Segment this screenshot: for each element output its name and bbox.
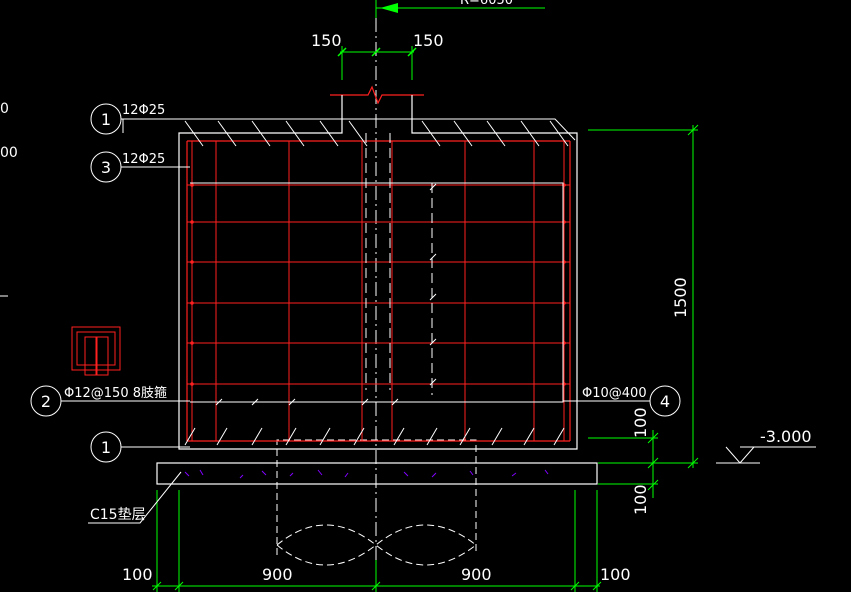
dim-column-left: 150 [311,31,342,50]
bottom-bar-hook [426,427,438,446]
top-bar-hook [285,120,305,147]
bottom-bar-hook [553,427,565,446]
c15-label: C15垫层 [90,507,146,523]
bottom-bar-hook [319,427,331,446]
dim-cover-top: 100 [631,407,650,438]
bottom-bar-hook [285,427,297,446]
tie-tick [429,253,437,261]
column-width-dimension: 150 150 [311,31,444,80]
pile-outline [276,439,477,566]
top-bar-hook [217,120,237,147]
inner-dashed-lines [190,133,564,403]
rebar-dot [190,220,194,224]
bottom-dimension [152,490,602,592]
bottom-bar-hook [523,427,535,446]
top-bar-hook [251,120,271,147]
bottom-bar-hook [251,427,263,446]
bottom-bar-hook [491,427,503,446]
dim-bottom-left: 100 [122,565,153,584]
callout-4 [563,385,681,417]
top-bar-hook [184,120,204,147]
callout-4-number: 4 [660,392,670,411]
top-bar-hook [453,120,473,147]
rebar-dot [190,183,194,187]
top-bar-hook [348,120,368,147]
bottom-bar-hook [459,427,471,446]
dim-bottom-right: 100 [600,565,631,584]
callout-4-label: Φ10@400 [582,386,647,401]
footing-outline [178,95,578,450]
top-bar-hook [549,120,569,147]
elevation-marker: -3.000 [716,427,816,464]
dim-height-total: 1500 [671,277,690,318]
rebar-dot [190,341,194,345]
tie-tick [429,183,437,191]
dim-column-right: 150 [413,31,444,50]
callout-1-top-label: 12Φ25 [122,103,165,118]
top-bar-hook [520,120,540,147]
callout-1-bottom-number: 1 [101,438,111,457]
callout-3-number: 3 [101,158,111,177]
tie-tick [429,293,437,301]
bottom-bar-hook [216,427,228,446]
top-label: R=6050 [460,0,513,8]
bottom-bar-hook [393,427,405,446]
rebar-cage [184,120,571,446]
callout-3 [90,151,190,183]
callout-1-top-number: 1 [101,110,111,129]
c15-cushion [156,462,598,485]
rebar-dot [190,260,194,264]
callout-2-label: Φ12@150 8肢箍 [64,385,167,401]
left-fragment-2: 00 [0,145,18,161]
callout-2-number: 2 [41,392,51,411]
height-dimension [588,124,699,498]
top-bar-hook [486,120,506,147]
dim-cushion: 100 [631,484,650,515]
tie-tick [429,338,437,346]
callout-1-top [90,103,576,141]
bottom-bar-hook [353,427,365,446]
elevation-label: -3.000 [760,427,812,446]
dim-bottom-mid-left: 900 [262,565,293,584]
tie-tick [429,378,437,386]
callout-3-label: 12Φ25 [122,152,165,167]
c15-leader [88,471,182,524]
callout-1-bottom [90,431,190,463]
dim-bottom-mid-right: 900 [461,565,492,584]
rebar-dot [190,301,194,305]
rebar-symbol-icon [71,326,121,376]
top-bar-hook [319,120,339,147]
left-fragment-1: 0 [0,101,9,117]
rebar-dot [190,382,194,386]
column-break [330,85,424,105]
top-reference: R=6050 [375,0,545,18]
callout-2 [30,385,190,417]
bottom-bar-hook [184,427,196,446]
top-bar-hook [421,120,441,147]
